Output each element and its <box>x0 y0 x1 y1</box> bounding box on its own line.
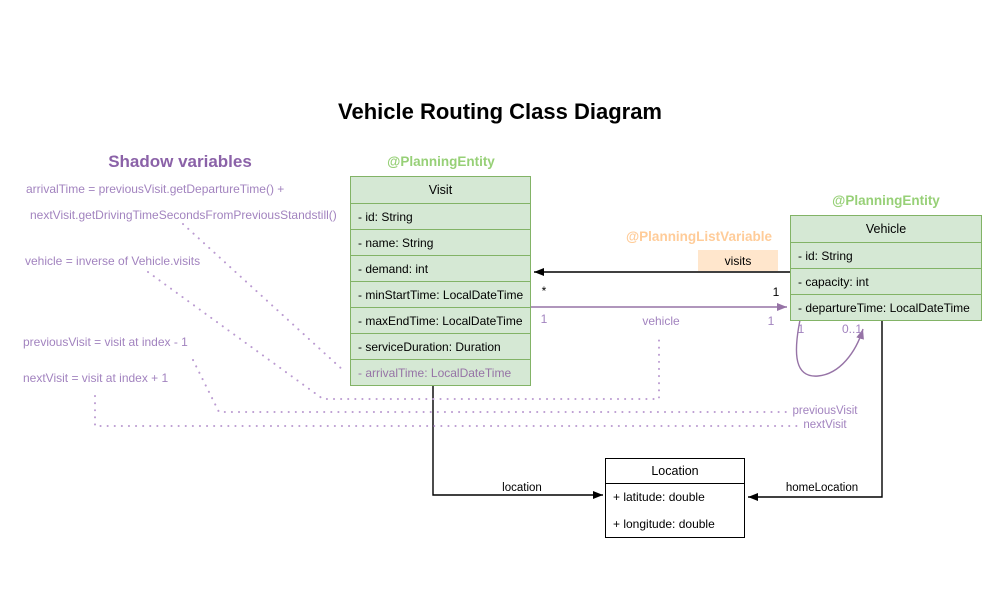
class-attribute: + latitude: double <box>606 483 744 510</box>
previous-visit-label: previousVisit <box>792 405 858 417</box>
class-title-vehicle: Vehicle <box>865 222 907 236</box>
shadow-variable-line: previousVisit = visit at index - 1 <box>23 335 188 349</box>
shadow-variables-title: Shadow variables <box>108 152 252 171</box>
class-visit: Visit - id: String- name: String- demand:… <box>350 176 531 386</box>
class-attribute: - name: String <box>351 229 530 255</box>
class-attribute: - departureTime: LocalDateTime <box>791 294 981 320</box>
class-title-visit: Visit <box>428 183 453 197</box>
class-attribute: + longitude: double <box>613 516 715 531</box>
vehicle-mult-visit-end: 1 <box>540 312 548 326</box>
planning-entity-annotation-vehicle: @PlanningEntity <box>832 193 940 208</box>
shadow-variable-line: nextVisit.getDrivingTimeSecondsFromPrevi… <box>30 208 337 222</box>
self-loop-mult-one: 1 <box>797 322 805 336</box>
planning-entity-annotation-visit: @PlanningEntity <box>387 154 495 169</box>
visits-edge-label: visits <box>698 250 778 271</box>
next-visit-label: nextVisit <box>803 419 847 431</box>
shadow-variable-line: nextVisit = visit at index + 1 <box>23 371 169 385</box>
class-attribute: - id: String <box>351 203 530 229</box>
dotted-nextvisit-connector <box>94 395 798 427</box>
class-attribute: - arrivalTime: LocalDateTime <box>351 359 530 385</box>
class-location: Location + latitude: double + longitude: d… <box>605 458 745 538</box>
self-loop-mult-zero-one: 0..1 <box>841 322 863 336</box>
vehicle-edge-label: vehicle <box>642 314 680 328</box>
class-attribute: - id: String <box>791 242 981 268</box>
vehicle-mult-vehicle-end: 1 <box>767 314 775 328</box>
location-edge <box>432 386 603 499</box>
visits-mult-vehicle-end: 1 <box>772 285 780 299</box>
dotted-arrivaltime-connector <box>182 223 345 372</box>
shadow-variable-line: arrivalTime = previousVisit.getDeparture… <box>26 182 285 196</box>
class-attribute: - serviceDuration: Duration <box>351 333 530 359</box>
class-vehicle: Vehicle - id: String- capacity: int- depa… <box>790 215 982 321</box>
home-location-edge-label: homeLocation <box>785 482 859 494</box>
diagram-title: Vehicle Routing Class Diagram <box>338 99 662 124</box>
class-title-location: Location <box>651 464 699 478</box>
class-attribute: - capacity: int <box>791 268 981 294</box>
class-attribute: - demand: int <box>351 255 530 281</box>
shadow-variable-line: vehicle = inverse of Vehicle.visits <box>25 254 201 268</box>
visits-mult-visit-end: * <box>541 284 547 298</box>
class-attribute: - maxEndTime: LocalDateTime <box>351 307 530 333</box>
class-attribute: - minStartTime: LocalDateTime <box>351 281 530 307</box>
location-edge-label: location <box>502 482 542 494</box>
planning-list-variable-annotation: @PlanningListVariable <box>626 229 772 244</box>
